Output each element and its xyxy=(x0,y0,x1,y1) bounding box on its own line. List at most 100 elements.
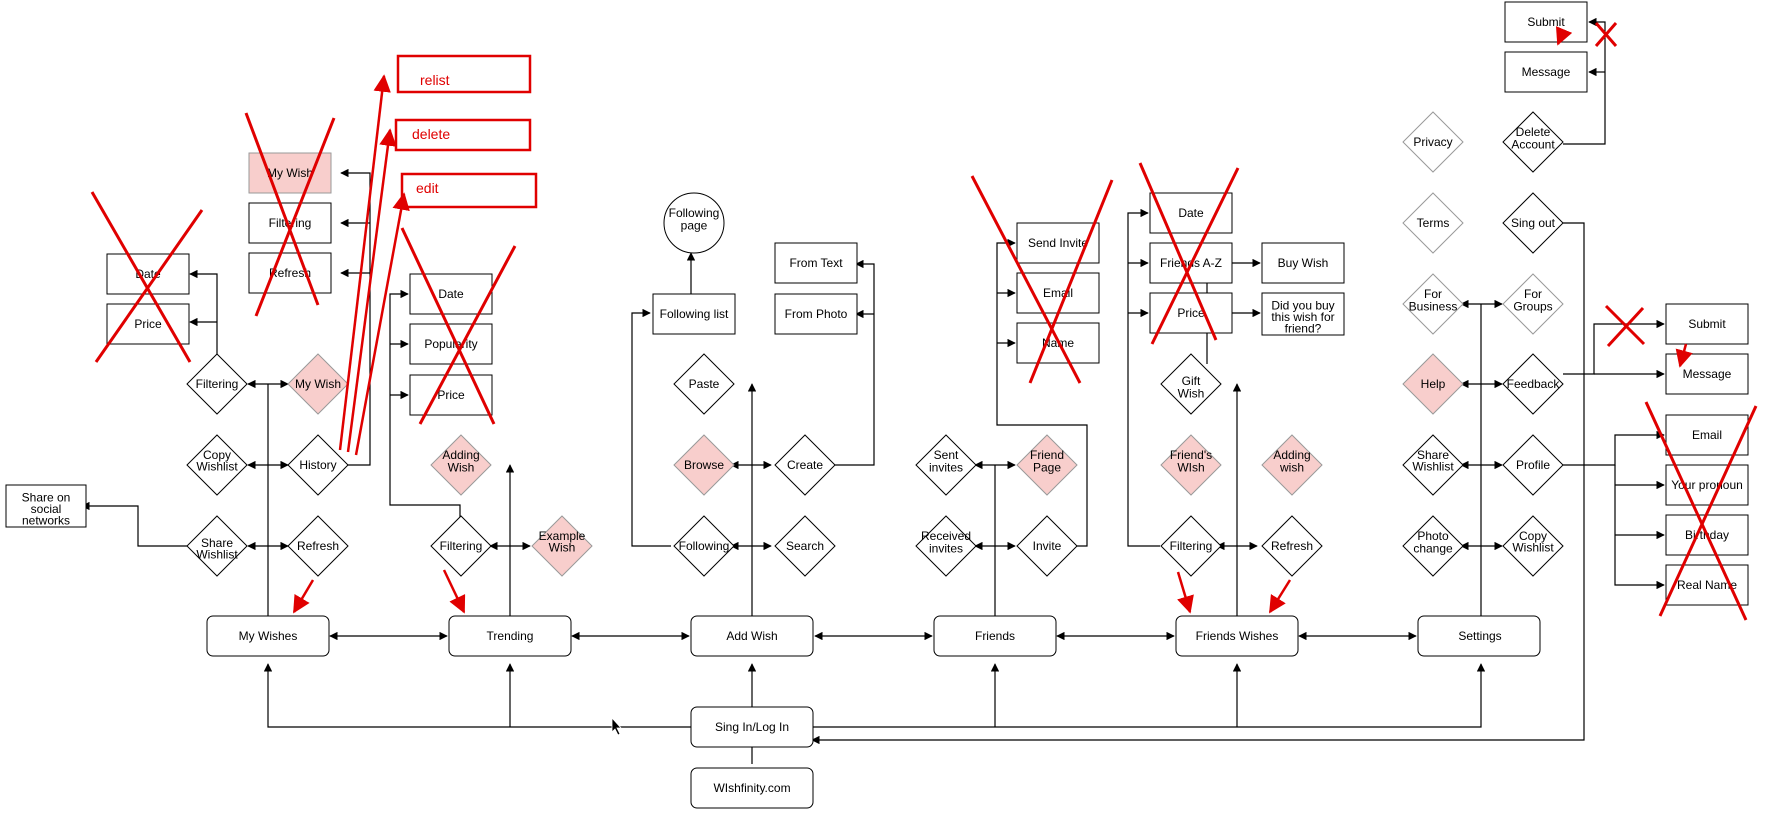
box-history-my-wish[interactable]: My Wish xyxy=(248,152,332,194)
box-message[interactable]: Message xyxy=(1504,51,1588,93)
node-my-wishes-label: My Wishes xyxy=(239,629,298,643)
box-trending-price[interactable]: Price xyxy=(409,374,493,416)
diamond-help-label: Help xyxy=(1421,377,1446,391)
diamond-search[interactable]: Search xyxy=(774,515,836,577)
box-send-invite[interactable]: Send Invite xyxy=(1016,222,1100,264)
node-settings[interactable]: Settings xyxy=(1417,615,1541,657)
annotation-relist: relist xyxy=(396,54,532,94)
diamond-refresh-label: Refresh xyxy=(297,539,339,553)
box-history-refresh[interactable]: Refresh xyxy=(248,252,332,294)
box-feedback-message-label: Message xyxy=(1683,367,1732,381)
node-sign-in[interactable]: Sing In/Log In xyxy=(690,706,814,748)
diamond-following[interactable]: Following xyxy=(673,515,735,577)
box-buy-wish[interactable]: Buy Wish xyxy=(1261,242,1345,284)
svg-text:delete: delete xyxy=(412,126,450,142)
diamond-help[interactable]: Help xyxy=(1402,353,1464,415)
box-trending-date[interactable]: Date xyxy=(409,273,493,315)
diamond-refresh[interactable]: Refresh xyxy=(287,515,349,577)
diamond-profile[interactable]: Profile xyxy=(1502,434,1564,496)
box-fw-date[interactable]: Date xyxy=(1149,192,1233,234)
node-site[interactable]: WIshfinity.com xyxy=(690,767,814,809)
connector-lines xyxy=(81,17,1665,764)
diamond-privacy[interactable]: Privacy xyxy=(1402,111,1464,173)
diamond-trending-filtering[interactable]: Filtering xyxy=(430,515,492,577)
box-profile-email[interactable]: Email xyxy=(1665,414,1749,456)
red-annotations: relist delete edit xyxy=(90,22,1758,621)
diamond-my-wish[interactable]: My Wish xyxy=(287,353,349,415)
box-from-photo[interactable]: From Photo xyxy=(774,293,858,335)
annotation-delete: delete xyxy=(394,118,532,152)
box-feedback-submit[interactable]: Submit xyxy=(1665,303,1749,345)
diamond-browse-label: Browse xyxy=(684,458,724,472)
node-my-wishes[interactable]: My Wishes xyxy=(206,615,330,657)
diamond-my-wish-label: My Wish xyxy=(295,377,341,391)
red-cross-marks xyxy=(90,22,1758,621)
diamond-terms[interactable]: Terms xyxy=(1402,192,1464,254)
box-friends-email[interactable]: Email xyxy=(1016,272,1100,314)
diamond-paste[interactable]: Paste xyxy=(673,353,735,415)
diamond-invite[interactable]: Invite xyxy=(1016,515,1078,577)
diamond-browse[interactable]: Browse xyxy=(673,434,735,496)
diamond-filtering[interactable]: Filtering xyxy=(186,353,248,415)
diamond-fw-filtering[interactable]: Filtering xyxy=(1160,515,1222,577)
diamond-search-label: Search xyxy=(786,539,824,553)
box-price-label: Price xyxy=(134,317,162,331)
box-trending-date-label: Date xyxy=(438,287,464,301)
node-add-wish[interactable]: Add Wish xyxy=(690,615,814,657)
box-history-filtering[interactable]: Filtering xyxy=(248,202,332,244)
box-price[interactable]: Price xyxy=(106,303,190,345)
diamond-invite-label: Invite xyxy=(1033,539,1062,553)
box-submit[interactable]: Submit xyxy=(1504,1,1588,43)
diamond-feedback[interactable]: Feedback xyxy=(1502,353,1564,415)
box-from-text[interactable]: From Text xyxy=(774,242,858,284)
box-profile-pronoun[interactable]: Your pronoun xyxy=(1665,464,1749,506)
diamond-history[interactable]: History xyxy=(287,434,349,496)
diamond-paste-label: Paste xyxy=(689,377,720,391)
diamond-terms-label: Terms xyxy=(1417,216,1450,230)
diamond-sign-out[interactable]: Sing out xyxy=(1502,192,1564,254)
node-friends-wishes[interactable]: Friends Wishes xyxy=(1175,615,1299,657)
node-trending[interactable]: Trending xyxy=(448,615,572,657)
box-from-photo-label: From Photo xyxy=(785,307,848,321)
diamond-fw-refresh-label: Refresh xyxy=(1271,539,1313,553)
annotation-edit: edit xyxy=(400,172,538,209)
diamond-create[interactable]: Create xyxy=(774,434,836,496)
box-profile-email-label: Email xyxy=(1692,428,1722,442)
diamond-feedback-label: Feedback xyxy=(1507,377,1561,391)
box-feedback-message[interactable]: Message xyxy=(1665,353,1749,395)
diamond-trending-filtering-label: Filtering xyxy=(440,539,483,553)
box-fw-price[interactable]: Price xyxy=(1149,292,1233,334)
box-following-list[interactable]: Following list xyxy=(652,293,736,335)
diamond-fw-refresh[interactable]: Refresh xyxy=(1261,515,1323,577)
node-friends[interactable]: Friends xyxy=(933,615,1057,657)
friends-wishes-cluster: Date Friends A-Z Price Buy Wish Did you … xyxy=(1149,192,1345,577)
